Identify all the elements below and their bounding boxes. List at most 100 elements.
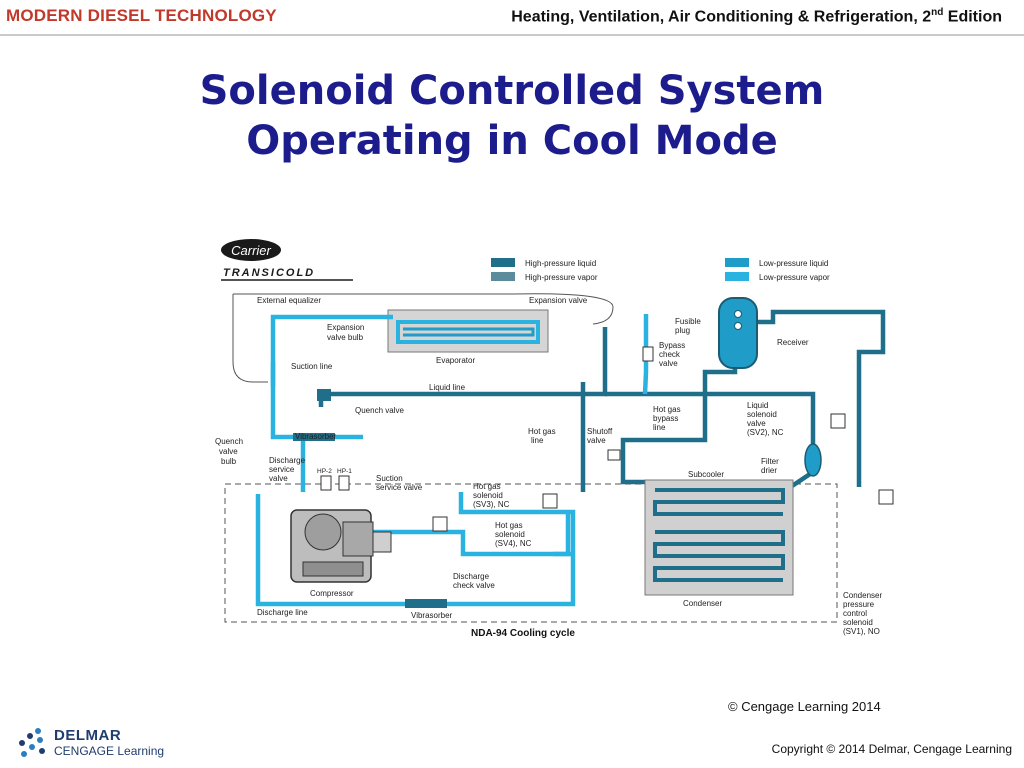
brand-carrier: Carrier	[231, 243, 271, 258]
filter-drier	[804, 443, 822, 477]
legend-swatch-hp-liquid	[491, 258, 515, 267]
label-compressor: Compressor	[310, 589, 354, 598]
copyright-text: Copyright © 2014 Delmar, Cengage Learnin…	[771, 742, 1012, 756]
label-suction-service-2: service valve	[376, 483, 423, 492]
label-quench-valve: Quench valve	[355, 406, 404, 415]
label-bypass-check-2: check	[659, 350, 681, 359]
label-sv4-2: solenoid	[495, 530, 525, 539]
label-filter-drier-2: drier	[761, 466, 777, 475]
book-title-end: Edition	[943, 8, 1002, 26]
label-subcooler: Subcooler	[688, 470, 724, 479]
label-quench-bulb-2: valve	[219, 447, 238, 456]
label-external-equalizer: External equalizer	[257, 296, 321, 305]
bypass-check-valve	[642, 346, 654, 362]
label-sv3-1: Hot gas	[473, 482, 501, 491]
publisher-title: MODERN DIESEL TECHNOLOGY	[6, 6, 277, 25]
refrigeration-diagram: Carrier TRANSICOLD High-pressure liquid …	[215, 239, 894, 639]
label-hot-gas-line-2: line	[531, 436, 544, 445]
shutoff-valve	[607, 449, 621, 461]
label-discharge-check-1: Discharge	[453, 572, 490, 581]
legend-label-lp-liquid: Low-pressure liquid	[759, 259, 828, 268]
label-sv3-3: (SV3), NC	[473, 500, 510, 509]
label-hp2: HP-2	[317, 468, 332, 475]
label-hot-gas-bypass-1: Hot gas	[653, 405, 681, 414]
book-title-sup: nd	[931, 7, 944, 18]
label-vibrasorber-top: Vibrasorber	[295, 432, 337, 441]
sv4-solenoid	[432, 516, 448, 532]
carrier-logo: Carrier TRANSICOLD	[221, 239, 353, 281]
label-liquid-solenoid-3: valve	[747, 419, 766, 428]
label-sv3-2: solenoid	[473, 491, 503, 500]
label-hot-gas-bypass-2: bypass	[653, 414, 678, 423]
label-quench-bulb-3: bulb	[221, 457, 237, 466]
label-bypass-check-1: Bypass	[659, 341, 685, 350]
label-fusible-plug-1: Fusible	[675, 317, 701, 326]
condenser	[644, 479, 794, 596]
label-cpc-4: solenoid	[843, 618, 873, 627]
evaporator	[387, 309, 549, 353]
vibrasorber-top	[293, 433, 335, 441]
label-expansion-bulb-1: Expansion	[327, 323, 364, 332]
label-discharge-check-2: check valve	[453, 581, 495, 590]
sv3-solenoid	[542, 493, 558, 509]
book-title-main: Heating, Ventilation, Air Conditioning &…	[511, 8, 932, 26]
logo-cengage-text: CENGAGE Learning	[54, 744, 165, 758]
label-hot-gas-line-1: Hot gas	[528, 427, 556, 436]
label-shutoff-2: valve	[587, 436, 606, 445]
legend: High-pressure liquid High-pressure vapor…	[491, 258, 830, 282]
diagram-caption: NDA-94 Cooling cycle	[471, 628, 575, 639]
brand-transicold: TRANSICOLD	[223, 267, 315, 279]
label-expansion-valve: Expansion valve	[529, 296, 588, 305]
label-liquid-solenoid-4: (SV2), NC	[747, 428, 784, 437]
label-bypass-check-3: valve	[659, 359, 678, 368]
sv2-solenoid	[830, 413, 846, 429]
label-receiver: Receiver	[777, 338, 809, 347]
legend-swatch-lp-vapor	[725, 272, 749, 281]
sv1-solenoid	[878, 489, 894, 505]
slide-title: Solenoid Controlled System Operating in …	[0, 66, 1024, 166]
label-expansion-bulb-2: valve bulb	[327, 333, 364, 342]
quench-valve	[317, 389, 331, 401]
label-liquid-solenoid-2: solenoid	[747, 410, 777, 419]
slide-title-line1: Solenoid Controlled System	[199, 68, 825, 114]
label-evaporator: Evaporator	[436, 356, 475, 365]
label-discharge-service-3: valve	[269, 474, 288, 483]
unit-frame	[224, 483, 838, 623]
label-liquid-solenoid-1: Liquid	[747, 401, 768, 410]
label-discharge-service-1: Discharge	[269, 456, 306, 465]
legend-swatch-hp-vapor	[491, 272, 515, 281]
delmar-logo-icon	[19, 728, 45, 757]
header-divider	[0, 34, 1024, 36]
label-sv4-1: Hot gas	[495, 521, 523, 530]
label-suction-service-1: Suction	[376, 474, 403, 483]
slide-title-line2: Operating in Cool Mode	[246, 118, 778, 164]
label-cpc-1: Condenser	[843, 591, 882, 600]
label-condenser: Condenser	[683, 599, 722, 608]
lp-vapor-lines	[255, 314, 649, 607]
label-shutoff-1: Shutoff	[587, 427, 613, 436]
label-cpc-2: pressure	[843, 600, 875, 609]
legend-label-hp-vapor: High-pressure vapor	[525, 273, 598, 282]
label-cpc-3: control	[843, 609, 867, 618]
label-fusible-plug-2: plug	[675, 326, 690, 335]
label-liquid-line: Liquid line	[429, 383, 466, 392]
image-credit: © Cengage Learning 2014	[728, 699, 881, 714]
label-vibrasorber-bottom: Vibrasorber	[411, 611, 453, 620]
label-hp1: HP-1	[337, 468, 352, 475]
receiver	[718, 297, 758, 369]
hp1-switch	[338, 475, 350, 491]
label-discharge-line: Discharge line	[257, 608, 308, 617]
book-title: Heating, Ventilation, Air Conditioning &…	[511, 7, 1002, 26]
label-suction-line: Suction line	[291, 362, 333, 371]
compressor	[290, 509, 392, 583]
legend-label-lp-vapor: Low-pressure vapor	[759, 273, 830, 282]
label-hot-gas-bypass-3: line	[653, 423, 666, 432]
label-sv4-3: (SV4), NC	[495, 539, 532, 548]
legend-label-hp-liquid: High-pressure liquid	[525, 259, 596, 268]
legend-swatch-lp-liquid	[725, 258, 749, 267]
external-equalizer-line	[232, 293, 614, 383]
label-filter-drier-1: Filter	[761, 457, 779, 466]
logo-delmar-text: DELMAR	[54, 727, 122, 744]
vibrasorber-bottom	[405, 599, 447, 608]
hp2-switch	[320, 475, 332, 491]
